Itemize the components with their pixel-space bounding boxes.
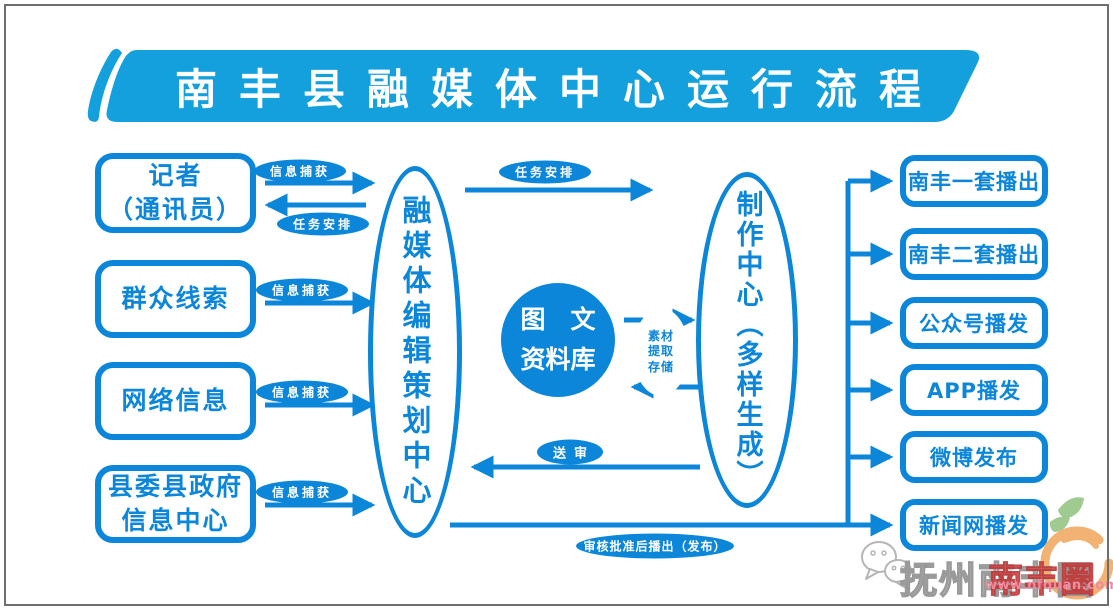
label-material-line2: 提取 <box>647 344 674 359</box>
output-box-tv1-label: 南丰一套播出 <box>908 170 1040 194</box>
media-database-line1: 图 文 <box>520 305 596 334</box>
output-box-app-label: APP播发 <box>926 379 1022 403</box>
media-database-line2: 资料库 <box>520 345 596 374</box>
output-box-tv1: 南丰一套播出 <box>900 155 1048 207</box>
source-box-government-line2: 信息中心 <box>121 506 230 535</box>
label-info-capture-3: 信息捕获 <box>256 380 348 404</box>
label-submit-review: 送审 <box>537 439 603 465</box>
source-box-masses: 群众线索 <box>95 260 256 338</box>
page-title: 南丰县融媒体中心运行流程 <box>174 64 943 114</box>
source-box-reporter: 记者 （通讯员） <box>95 153 256 233</box>
production-center-ellipse: 制作中心（多样生成） <box>696 172 798 508</box>
label-material-line3: 存储 <box>647 359 674 374</box>
label-info-capture-4: 信息捕获 <box>256 480 348 504</box>
output-box-wechat-official-label: 公众号播发 <box>919 312 1029 336</box>
label-info-capture-2: 信息捕获 <box>256 278 348 302</box>
source-box-network-label: 网络信息 <box>121 386 230 416</box>
source-box-reporter-line1: 记者 <box>148 161 203 191</box>
label-task-assign-1: 任务安排 <box>277 212 369 236</box>
source-box-government-line1: 县委县政府 <box>107 472 243 502</box>
label-material-transfer: 素材 提取 存储 <box>633 308 689 396</box>
source-box-government: 县委县政府 信息中心 <box>95 465 256 543</box>
banner-shape <box>87 48 980 122</box>
orange-fruit-logo <box>1040 497 1113 600</box>
watermark-name: 抚州南丰圈 <box>899 558 1095 603</box>
label-approved-publish: 审核批准后播出（发布） <box>576 533 734 559</box>
media-database-circle: 图 文 资料库 <box>501 283 615 397</box>
edit-center-label: 融媒体编辑策划中心 <box>398 194 432 510</box>
edit-center-ellipse: 融媒体编辑策划中心 <box>368 166 462 538</box>
source-box-network: 网络信息 <box>95 362 256 440</box>
output-box-news-site: 新闻网播发 <box>900 499 1048 551</box>
output-box-weibo: 微博发布 <box>900 431 1048 483</box>
output-box-wechat-official: 公众号播发 <box>900 297 1048 349</box>
output-box-app: APP播发 <box>900 364 1048 416</box>
output-box-tv2: 南丰二套播出 <box>900 228 1048 280</box>
watermark-brand: 南丰圈 <box>987 561 1097 602</box>
label-info-capture-1: 信息捕获 <box>254 159 346 183</box>
output-box-tv2-label: 南丰二套播出 <box>908 243 1040 267</box>
label-task-assign-2: 任务安排 <box>499 160 591 184</box>
watermark-url: www.nfquan.com <box>985 578 1113 593</box>
source-box-masses-label: 群众线索 <box>121 284 230 314</box>
production-center-label: 制作中心（多样生成） <box>731 190 763 490</box>
source-box-reporter-line2: （通讯员） <box>107 195 243 224</box>
label-material-line1: 素材 <box>647 328 674 343</box>
output-box-weibo-label: 微博发布 <box>930 446 1018 470</box>
output-box-news-site-label: 新闻网播发 <box>919 514 1029 538</box>
wechat-icon <box>861 541 912 589</box>
